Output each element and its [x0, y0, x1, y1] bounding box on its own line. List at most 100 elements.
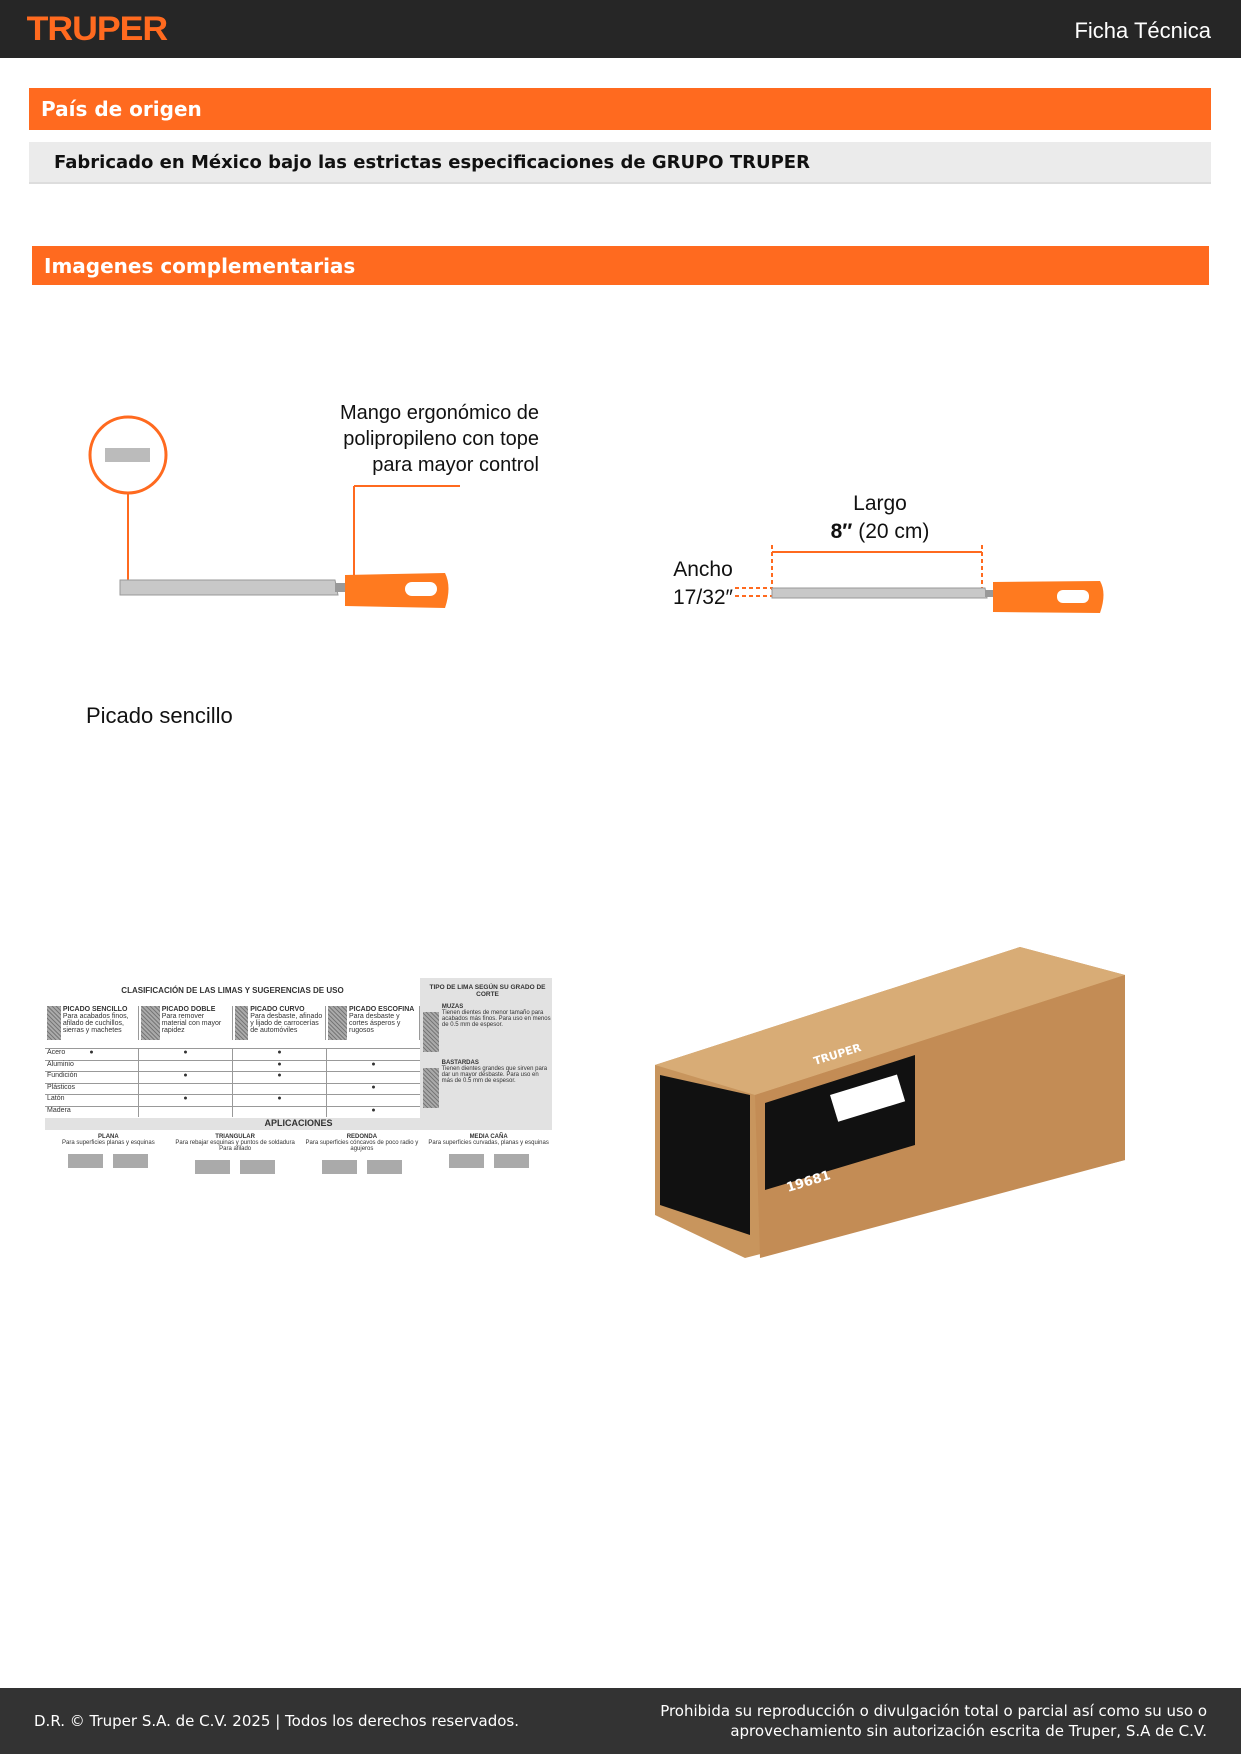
- table-row: Acero●●●: [45, 1048, 420, 1060]
- grade-name: MUZAS: [441, 1004, 464, 1010]
- usage-cell: [139, 1083, 233, 1094]
- usage-cell: ●: [233, 1049, 327, 1060]
- material-label: Latón: [47, 1095, 65, 1102]
- callout-line: para mayor control: [372, 454, 539, 476]
- cut-type-desc: Para acabados finos, afilado de cuchillo…: [62, 1013, 129, 1034]
- handle-callout: Mango ergonómico de polipropileno con to…: [340, 400, 539, 478]
- application-diagram: [448, 1154, 529, 1168]
- cut-type-desc: Para desbaste, afinado y lijado de carro…: [250, 1013, 323, 1034]
- application-diagram: [195, 1160, 276, 1174]
- usage-cell: [139, 1060, 233, 1071]
- images-heading: Imagenes complementarias: [32, 246, 1209, 285]
- usage-cell: ●: [371, 1060, 376, 1068]
- copyright: D.R. © Truper S.A. de C.V. 2025 | Todos …: [34, 1712, 519, 1730]
- application-diagram: [68, 1154, 149, 1168]
- table-row: Latón ●●: [45, 1094, 420, 1106]
- package-box-photo: TRUPER 19681: [655, 947, 1125, 1258]
- cut-type-name: PICADO SENCILLO: [62, 1006, 128, 1013]
- file-handle-illustration: [88, 415, 460, 608]
- width-value: 17/32″: [673, 586, 733, 609]
- classification-title: CLASIFICACIÓN DE LAS LIMAS Y SUGERENCIAS…: [121, 986, 344, 995]
- usage-cell: [45, 1072, 139, 1083]
- applications-title: APLICACIONES: [45, 1118, 552, 1130]
- material-label: Aluminio: [47, 1060, 74, 1068]
- cut-texture-swatch: [234, 1006, 249, 1040]
- cut-type-name: PICADO CURVO: [250, 1006, 305, 1013]
- grade-name: BASTARDAS: [441, 1060, 479, 1066]
- usage-cell: [233, 1106, 327, 1117]
- callout-line: polipropileno con tope: [343, 428, 539, 450]
- cut-type-name: PICADO ESCOFINA: [348, 1006, 415, 1013]
- grade-desc: Tienen dientes grandes que sirven para d…: [441, 1066, 548, 1084]
- grade-swatch: [423, 1068, 439, 1108]
- usage-cell: ●: [139, 1095, 233, 1106]
- application-diagram: [321, 1160, 402, 1174]
- application-desc: Para superficies cóncavos de poco radio …: [305, 1140, 419, 1152]
- grade-swatch: [423, 1012, 439, 1052]
- dimensions-illustration: [735, 545, 1104, 613]
- length-dimension: Largo 8″ (20 cm): [780, 490, 980, 546]
- cut-type-desc: Para remover material con mayor rapidez: [161, 1013, 222, 1034]
- material-label: Fundición: [47, 1072, 78, 1079]
- usage-cell: ●: [233, 1060, 327, 1071]
- cut-type-name: PICADO DOBLE: [161, 1006, 216, 1013]
- usage-cell: [327, 1049, 420, 1060]
- cut-type-label: Picado sencillo: [86, 703, 233, 728]
- origin-heading: País de origen: [29, 88, 1211, 130]
- application-name: REDONDA: [346, 1134, 378, 1140]
- cut-texture-swatch: [140, 1006, 160, 1040]
- material-label: Acero: [47, 1049, 66, 1056]
- length-value: 8″: [830, 520, 853, 543]
- length-metric: (20 cm): [858, 520, 930, 543]
- usage-cell: [45, 1083, 139, 1094]
- usage-cell: [45, 1060, 139, 1071]
- width-label: Ancho: [673, 558, 733, 581]
- cut-texture-swatch: [47, 1006, 61, 1040]
- usage-cell: [45, 1095, 139, 1106]
- application-desc: Para rebajar esquinas y puntos de soldad…: [175, 1140, 295, 1152]
- usage-cell: ●: [371, 1083, 376, 1091]
- usage-cell: ●: [233, 1095, 327, 1106]
- classification-chart: CLASIFICACIÓN DE LAS LIMAS Y SUGERENCIAS…: [45, 978, 552, 1190]
- header: TRUPER Ficha Técnica: [0, 0, 1241, 58]
- usage-cell: ●: [233, 1072, 327, 1083]
- usage-cell: ●: [371, 1106, 376, 1114]
- footer: D.R. © Truper S.A. de C.V. 2025 | Todos …: [0, 1688, 1241, 1754]
- usage-cell: [327, 1095, 420, 1106]
- usage-cell: ●: [139, 1049, 233, 1060]
- grade-title: TIPO DE LIMA SEGÚN SU GRADO DE CORTE: [429, 984, 546, 998]
- application-name: PLANA: [98, 1134, 119, 1140]
- table-row: Aluminio ● ●: [45, 1059, 420, 1071]
- application-desc: Para superficies curvadas, planas y esqu…: [428, 1140, 549, 1146]
- truper-logo: TRUPER: [26, 10, 169, 48]
- usage-cell: [327, 1072, 420, 1083]
- usage-cell: ●: [139, 1072, 233, 1083]
- callout-line: Mango ergonómico de: [339, 402, 539, 424]
- cut-type-desc: Para desbaste y cortes ásperos y rugosos: [348, 1013, 401, 1034]
- table-row: Plásticos ●: [45, 1082, 420, 1094]
- origin-text: Fabricado en México bajo las estrictas e…: [29, 142, 1211, 184]
- grade-desc: Tienen dientes de menor tamaño para acab…: [441, 1010, 551, 1028]
- page-title: Ficha Técnica: [1074, 18, 1211, 43]
- cut-texture-swatch: [328, 1006, 347, 1040]
- application-name: MEDIA CAÑA: [469, 1134, 508, 1140]
- legal-notice-line2: aprovechamiento sin autorización escrita…: [730, 1722, 1207, 1740]
- table-row: Madera ●: [45, 1105, 420, 1117]
- application-name: TRIANGULAR: [215, 1134, 255, 1140]
- table-row: Fundición ●●: [45, 1071, 420, 1083]
- material-label: Madera: [47, 1106, 71, 1114]
- usage-cell: ●: [45, 1049, 139, 1060]
- material-label: Plásticos: [47, 1083, 76, 1091]
- usage-cell: [45, 1106, 139, 1117]
- application-desc: Para superficies planas y esquinas: [62, 1140, 155, 1146]
